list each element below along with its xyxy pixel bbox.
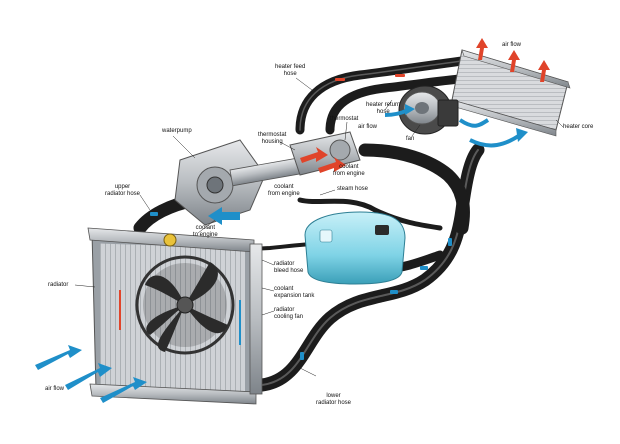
label-coolant-from-engine-2: coolant from engine (268, 184, 300, 197)
radiator-flow-arrows (119, 290, 241, 345)
heater-return-hose (325, 73, 475, 135)
label-radiator-cooling-fan: radiator cooling fan (274, 307, 304, 320)
label-lower-radiator-hose: lower radiator hose (316, 393, 352, 406)
coolant-hot-arrows (300, 147, 346, 173)
hoses (133, 55, 485, 392)
leader-lines (74, 77, 564, 377)
coolant-cold-arrow (208, 207, 240, 225)
label-heater-core: heater core (563, 124, 594, 130)
label-air-flow-fan: air flow (358, 124, 378, 130)
label-radiator-bleed-hose: radiator bleed hose (274, 261, 304, 274)
label-heater-return-hose: heater return hose (366, 102, 401, 115)
air-flow-arrows-heater (476, 38, 550, 82)
blower-fan (398, 85, 459, 135)
air-flow-arrows-out (458, 118, 528, 148)
label-air-flow-bottom: air flow (45, 386, 65, 392)
label-upper-radiator-hose: upper radiator hose (105, 184, 141, 197)
hose-hot-markers (335, 74, 405, 81)
label-air-flow-top: air flow (502, 42, 522, 48)
label-thermostat-housing: thermostat housing (258, 132, 287, 145)
label-thermostat: thermostat (330, 116, 359, 122)
label-heater-feed-hose: heater feed hose (275, 64, 306, 77)
heater-loop-hose (358, 143, 470, 235)
air-flow-arrow-fan (384, 104, 415, 117)
steam-hose (297, 197, 443, 231)
coolant-expansion-tank (304, 211, 406, 285)
label-coolant-to-engine: coolant to engine (193, 225, 218, 238)
label-radiator: radiator (48, 282, 69, 288)
radiator (87, 227, 263, 405)
air-flow-arrows-bottom (35, 345, 147, 403)
label-coolant-expansion-tank: coolant expansion tank (274, 286, 315, 299)
radiator-cooling-fan (135, 255, 235, 355)
label-steam-hose: steam hose (337, 186, 369, 192)
label-waterpump: waterpump (162, 128, 192, 134)
label-fan: fan (406, 136, 415, 142)
hose-flow-markers (150, 212, 452, 360)
label-coolant-from-engine-1: coolant from engine (333, 164, 365, 177)
radiator-cap (163, 233, 177, 247)
waterpump (174, 139, 313, 226)
